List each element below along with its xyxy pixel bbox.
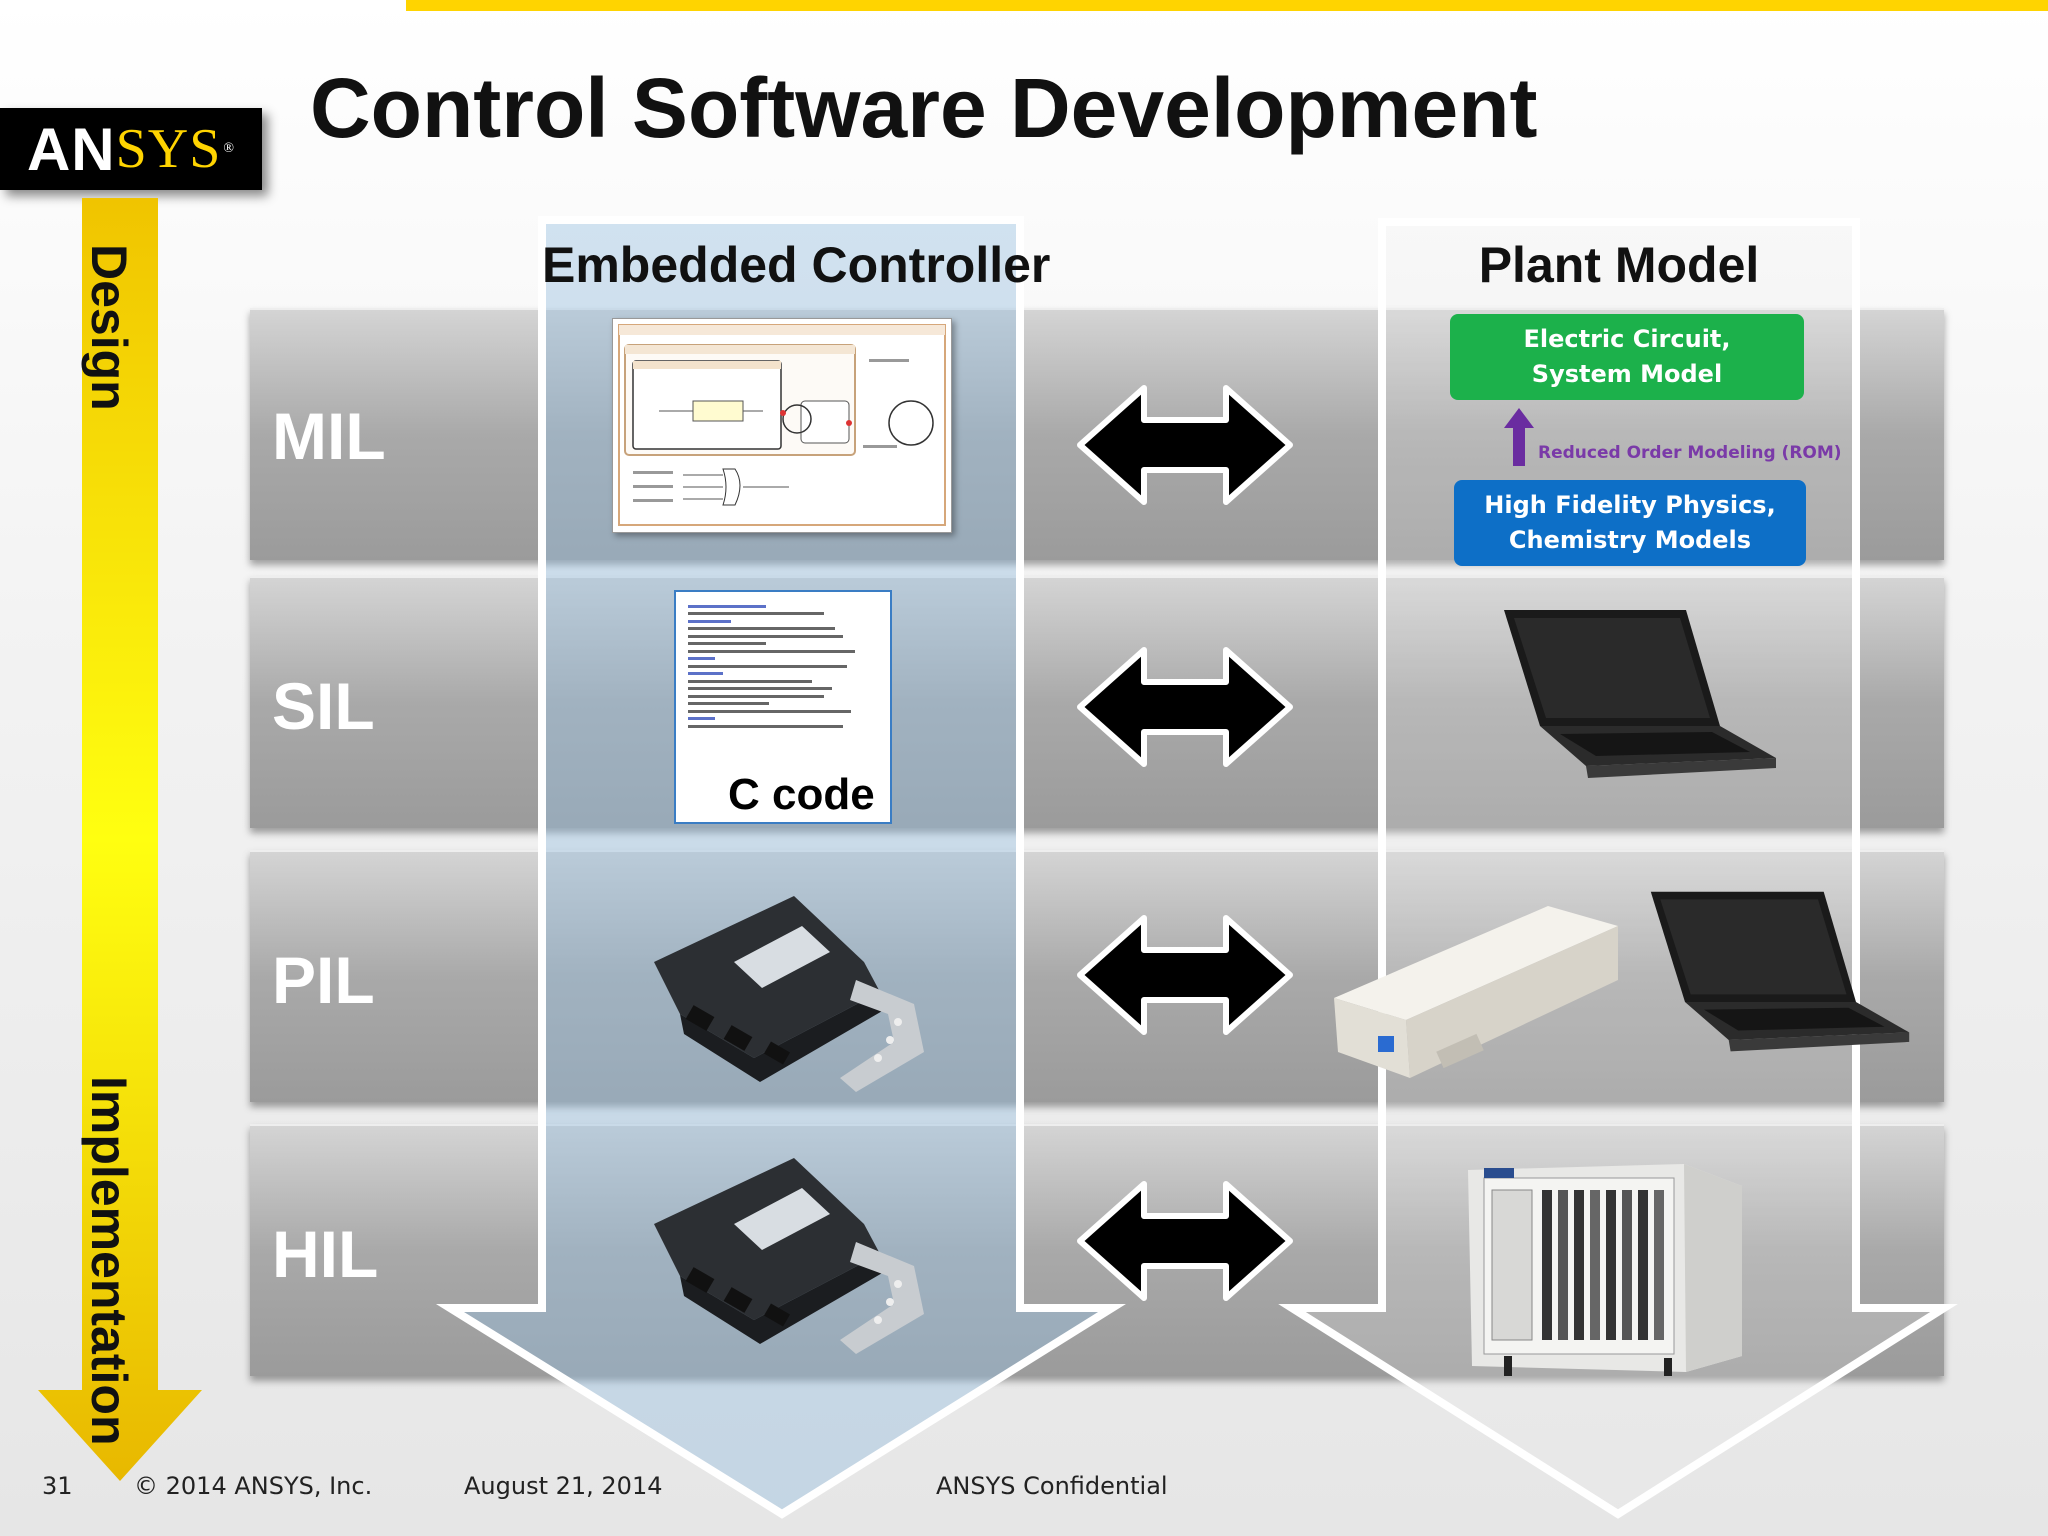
copyright-text: © 2014 ANSYS, Inc. [134, 1472, 373, 1500]
logo-an-text: AN [26, 115, 116, 183]
ecu-image [654, 896, 924, 1092]
up-arrow-icon [1504, 408, 1534, 466]
green-box-line2: System Model [1531, 360, 1723, 388]
green-box-line1: Electric Circuit, [1523, 325, 1731, 353]
laptop-image [1650, 891, 1910, 1052]
plant-model-header: Plant Model [1478, 237, 1760, 293]
interface-box-image [1334, 906, 1618, 1078]
top-accent-bar [406, 0, 2048, 11]
row-label-pil: PIL [272, 943, 375, 1017]
row-label-sil: SIL [272, 669, 375, 743]
design-implementation-arrow [38, 198, 202, 1481]
embedded-controller-header: Embedded Controller [542, 237, 1051, 293]
page-number: 31 [42, 1472, 73, 1500]
double-arrow-icon [1077, 915, 1293, 1035]
c-code-label: C code [728, 770, 875, 819]
date-text: August 21, 2014 [464, 1472, 663, 1500]
row-label-hil: HIL [272, 1217, 379, 1291]
stateflow-diagram-image [612, 318, 952, 533]
c-code-listing-image: C code [674, 590, 892, 824]
logo-sys-text: SYS [115, 118, 222, 180]
double-arrow-icon [1077, 647, 1293, 767]
blue-box-line1: High Fidelity Physics, [1484, 491, 1776, 519]
logo-registered-mark: ® [223, 141, 236, 156]
row-label-mil: MIL [272, 399, 386, 473]
slide-title: Control Software Development [310, 61, 1538, 155]
rom-label: Reduced Order Modeling (ROM) [1538, 443, 1842, 463]
double-arrow-icon [1077, 1181, 1293, 1301]
phase-implementation-label: Implementation [81, 1076, 137, 1446]
blue-box-line2: Chemistry Models [1508, 526, 1752, 554]
high-fidelity-physics-models-box: High Fidelity Physics, Chemistry Models [1454, 480, 1806, 566]
pxi-chassis-image [1468, 1164, 1742, 1376]
confidential-text: ANSYS Confidential [936, 1472, 1168, 1500]
electric-circuit-system-model-box: Electric Circuit, System Model [1450, 314, 1804, 400]
phase-design-label: Design [81, 244, 137, 411]
ecu-image [654, 1158, 924, 1354]
double-arrow-icon [1077, 385, 1293, 505]
laptop-image [1504, 610, 1776, 778]
